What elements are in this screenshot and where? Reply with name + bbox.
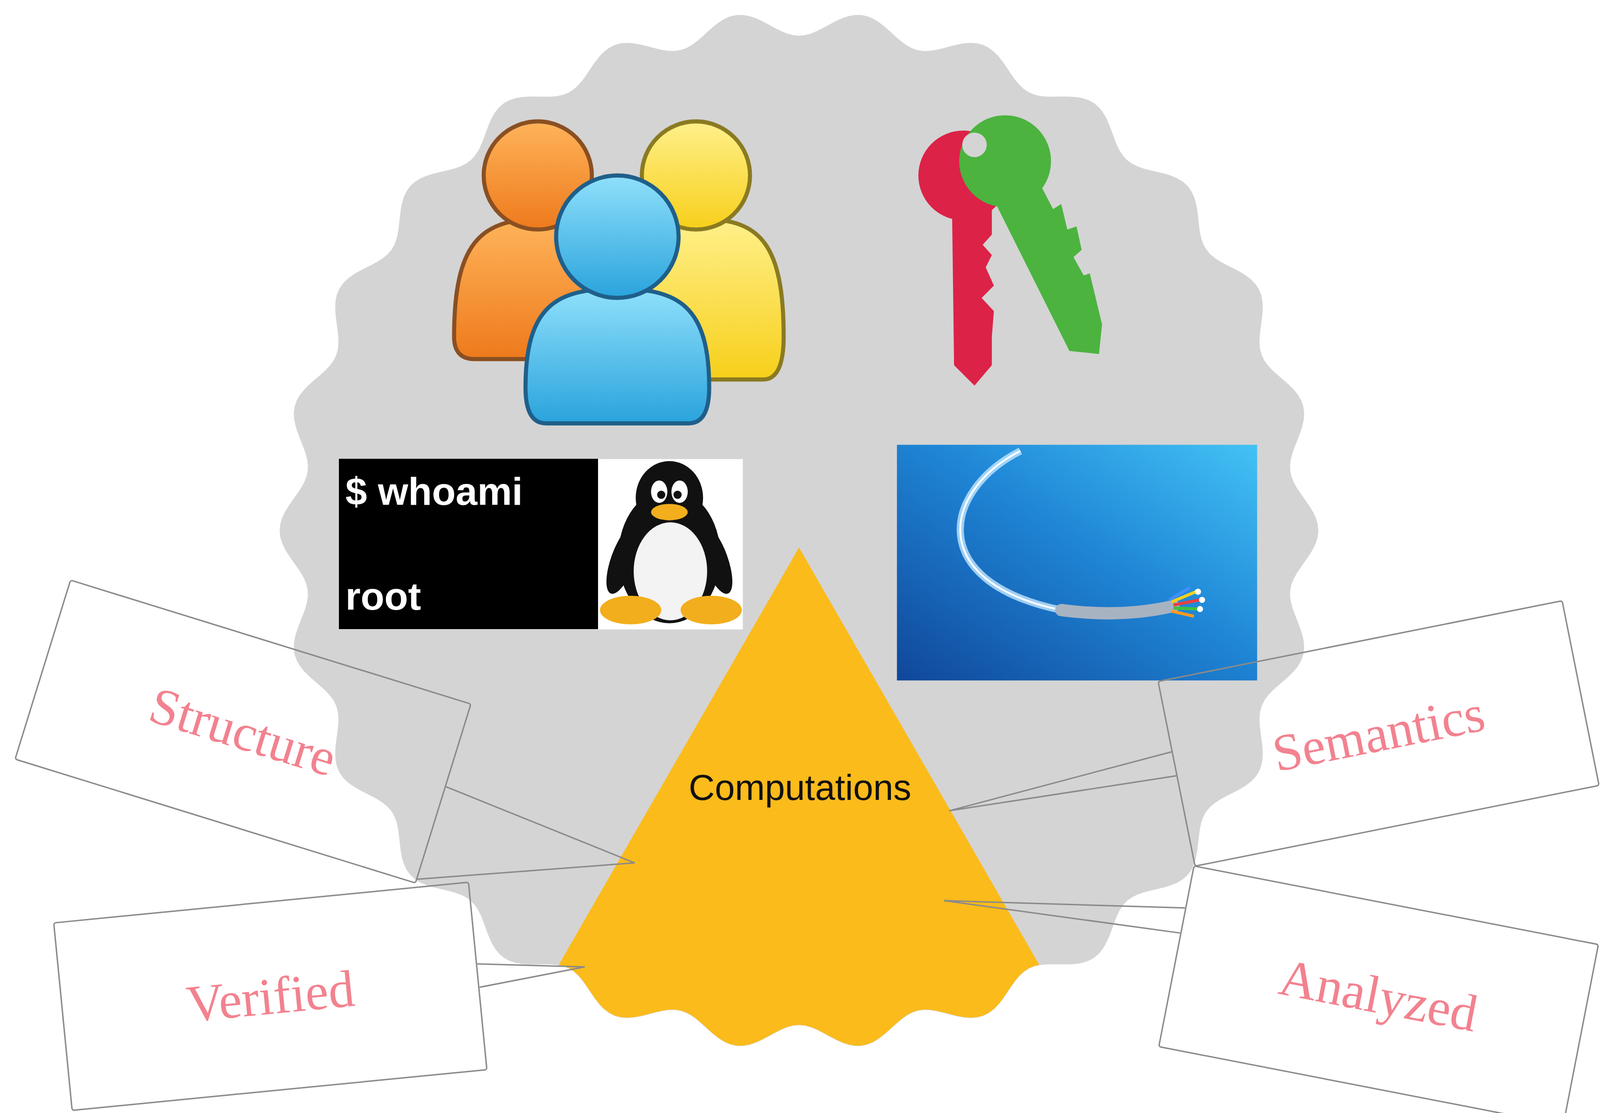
user-body [525,289,710,424]
user-head [556,175,679,299]
penguin-pupil [673,490,682,499]
callout-box: Semantics [1157,599,1600,868]
callout-tail [417,786,635,880]
terminal-text: root [345,575,592,618]
fiber-optic-picture [897,445,1258,682]
fiber-strand [1173,608,1198,610]
callout-text: Analyzed [1274,947,1483,1045]
node-label: Computations [688,766,912,810]
penguin-eye [651,480,668,504]
penguin-eye [671,480,688,504]
callout-text: Structure [142,674,344,789]
callout-box: Analyzed [1158,865,1600,1113]
light-dot [1197,606,1204,613]
picture-ground [598,459,743,630]
key-shaft [991,181,1103,355]
cable [1061,606,1174,614]
key-shaft [952,209,994,386]
callout-text: Verified [183,958,357,1035]
terminal-text: $ whoami [345,470,592,514]
fiber-strand [1169,588,1190,601]
terminal-panel: $ whoami root [338,458,599,630]
triangle-fill [530,547,1070,1061]
callout-box: Verified [53,881,488,1112]
light-dot [1195,589,1202,596]
fiber-strand [1171,611,1194,617]
callout-tail [948,752,1177,812]
light-dot [1198,597,1206,604]
users-icon [454,121,784,424]
penguin-picture [598,459,743,630]
penguin-foot [680,596,742,625]
picture-ground [897,445,1258,682]
key-hole [962,132,987,158]
keys-icon [918,115,1103,386]
callout-text: Semantics [1267,683,1490,785]
light-streak [960,450,1062,610]
fiber-strand [1173,599,1200,606]
penguin-foot [599,596,662,625]
penguin-beak [651,504,688,521]
penguin-pupil [657,490,666,499]
light-streak [960,450,1062,610]
